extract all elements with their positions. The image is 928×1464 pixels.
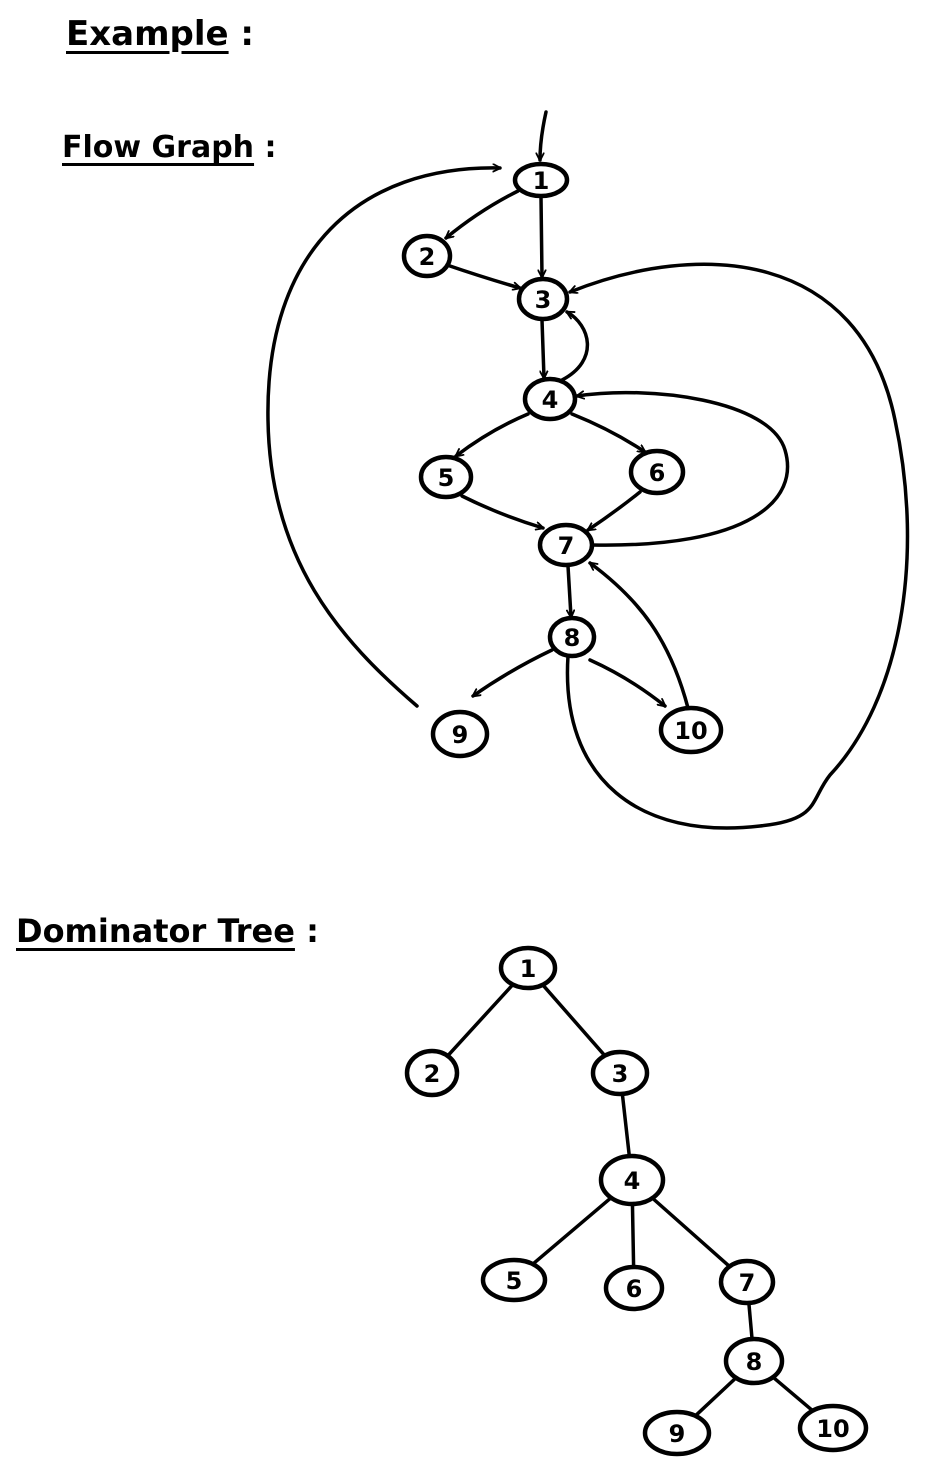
flow-edge-8-10 xyxy=(588,658,667,708)
flow-node-label: 7 xyxy=(558,532,575,560)
tree-node-6: 6 xyxy=(603,1264,665,1312)
tree-node-label: 1 xyxy=(520,955,537,983)
flow-edge-9-1 xyxy=(266,168,502,708)
flow-node-8: 8 xyxy=(547,615,597,659)
flow-node-1: 1 xyxy=(512,161,570,199)
tree-edge-7-8 xyxy=(747,1303,754,1339)
flow-node-label: 5 xyxy=(438,464,455,492)
flow-node-10: 10 xyxy=(658,705,724,755)
flow-edge-4-6 xyxy=(570,412,647,454)
flow-node-label: 4 xyxy=(542,386,559,414)
tree-edge-4-7 xyxy=(649,1195,732,1269)
tree-node-label: 2 xyxy=(424,1060,441,1088)
tree-edge-1-3 xyxy=(540,982,607,1058)
flow-edge-2-3 xyxy=(445,263,522,288)
flow-graph-nodes: 1 2 3 4 5 6 7 8 9 10 xyxy=(401,161,724,759)
tree-node-1: 1 xyxy=(498,945,558,991)
flow-node-label: 3 xyxy=(535,286,552,314)
tree-node-label: 4 xyxy=(624,1167,641,1195)
flow-node-2: 2 xyxy=(401,233,453,279)
flow-node-label: 10 xyxy=(674,717,707,745)
tree-node-9: 9 xyxy=(642,1409,712,1457)
flow-edge-10-7 xyxy=(588,561,690,710)
tree-edge-8-10 xyxy=(770,1374,817,1415)
flow-edge-1-2 xyxy=(444,189,520,240)
flow-node-label: 1 xyxy=(533,167,550,195)
flow-edge-6-7 xyxy=(586,490,642,532)
tree-node-8: 8 xyxy=(723,1336,785,1386)
flow-edge-8-9 xyxy=(471,648,554,698)
tree-node-7: 7 xyxy=(718,1258,776,1306)
flow-node-label: 6 xyxy=(649,459,666,487)
tree-node-label: 5 xyxy=(506,1267,523,1295)
flow-node-3: 3 xyxy=(516,276,570,322)
page-title: Example : xyxy=(66,14,255,54)
flow-node-label: 9 xyxy=(452,721,469,749)
tree-node-label: 7 xyxy=(739,1269,756,1297)
flow-node-7: 7 xyxy=(537,522,595,568)
flow-edge-4-3 xyxy=(560,310,590,382)
flow-graph-edges xyxy=(266,110,910,830)
entry-arrow xyxy=(540,110,548,162)
tree-node-label: 3 xyxy=(612,1060,629,1088)
tree-edge-4-6 xyxy=(630,1204,636,1267)
tree-node-label: 8 xyxy=(746,1348,763,1376)
flow-node-label: 2 xyxy=(419,243,436,271)
dominator-tree-nodes: 1 2 3 4 5 6 7 8 9 10 xyxy=(404,945,869,1457)
tree-node-label: 9 xyxy=(669,1420,686,1448)
flow-node-label: 8 xyxy=(564,624,581,652)
tree-node-label: 6 xyxy=(626,1275,643,1303)
flow-edge-8-3 xyxy=(565,262,910,830)
flow-edge-5-7 xyxy=(460,494,545,528)
flow-edge-7-8 xyxy=(568,564,571,619)
flow-edge-1-3 xyxy=(541,195,542,279)
flow-edge-4-5 xyxy=(454,412,530,458)
dominator-tree-edges xyxy=(446,982,817,1420)
tree-node-label: 10 xyxy=(816,1415,849,1443)
tree-edge-3-4 xyxy=(620,1094,631,1156)
flow-graph-heading: Flow Graph : xyxy=(62,130,277,165)
tree-node-10: 10 xyxy=(797,1403,869,1453)
flow-node-5: 5 xyxy=(418,454,474,500)
tree-node-4: 4 xyxy=(598,1153,666,1207)
tree-edge-4-5 xyxy=(529,1195,614,1268)
tree-node-3: 3 xyxy=(590,1049,650,1097)
flow-node-6: 6 xyxy=(628,448,686,496)
tree-edge-1-2 xyxy=(446,982,515,1058)
flow-edge-3-4 xyxy=(542,318,544,380)
flow-node-9: 9 xyxy=(430,709,490,759)
flow-node-4: 4 xyxy=(522,376,578,422)
dominator-tree-heading: Dominator Tree : xyxy=(16,912,319,950)
tree-node-2: 2 xyxy=(404,1048,460,1098)
tree-node-5: 5 xyxy=(480,1257,548,1303)
flow-edge-7-4 xyxy=(575,393,790,547)
tree-edge-8-9 xyxy=(692,1375,739,1420)
